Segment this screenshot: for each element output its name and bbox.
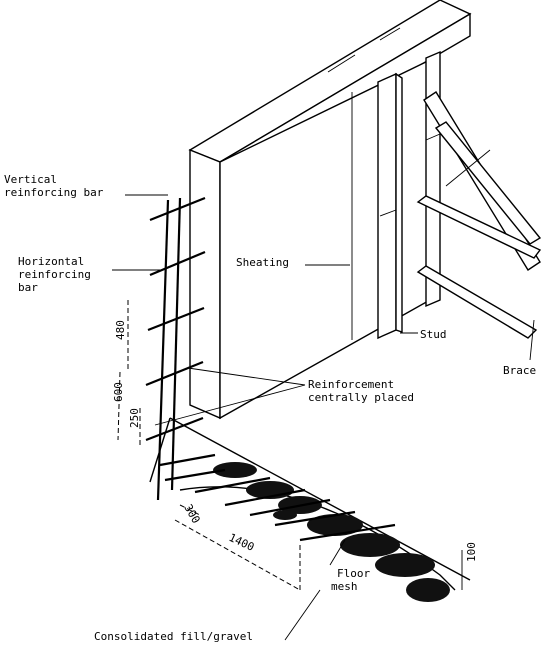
label-horizontal-bar-line1: Horizontal (18, 255, 84, 268)
label-floor-mesh-line2: mesh (331, 580, 358, 593)
label-horizontal-bar-line3: bar (18, 281, 38, 294)
label-floor-mesh: Floor mesh (331, 567, 370, 593)
label-reinforcement-line1: Reinforcement (308, 378, 394, 391)
label-brace: Brace (503, 364, 536, 377)
dim-480: 480 (114, 320, 127, 340)
diagonal-braces (416, 91, 542, 339)
label-floor-mesh-line1: Floor (337, 567, 370, 580)
dim-1400: 1400 (227, 531, 257, 554)
dim-100: 100 (465, 542, 478, 562)
floor-mesh (159, 453, 396, 542)
label-horizontal-bar-line2: reinforcing (18, 268, 91, 281)
label-vertical-bar: Vertical reinforcing bar (4, 173, 104, 199)
label-horizontal-bar: Horizontal reinforcing bar (18, 255, 91, 294)
label-stud: Stud (420, 328, 447, 341)
label-reinforcement-line2: centrally placed (308, 391, 414, 404)
horizontal-reinforcing-bars (145, 196, 206, 442)
dim-600: 600 (112, 382, 125, 402)
label-vertical-bar-line2: reinforcing bar (4, 186, 104, 199)
label-reinforcement: Reinforcement centrally placed (308, 378, 414, 404)
dim-250: 250 (128, 408, 141, 428)
stud-columns (377, 50, 441, 340)
label-sheating: Sheating (236, 256, 289, 269)
label-vertical-bar-line1: Vertical (4, 173, 57, 186)
dim-300: 300 (181, 502, 202, 526)
vertical-reinforcing-bar (156, 197, 182, 501)
dimension-lines (117, 300, 463, 591)
leader-lines (112, 194, 535, 641)
label-consolidated-fill: Consolidated fill/gravel (94, 630, 253, 643)
